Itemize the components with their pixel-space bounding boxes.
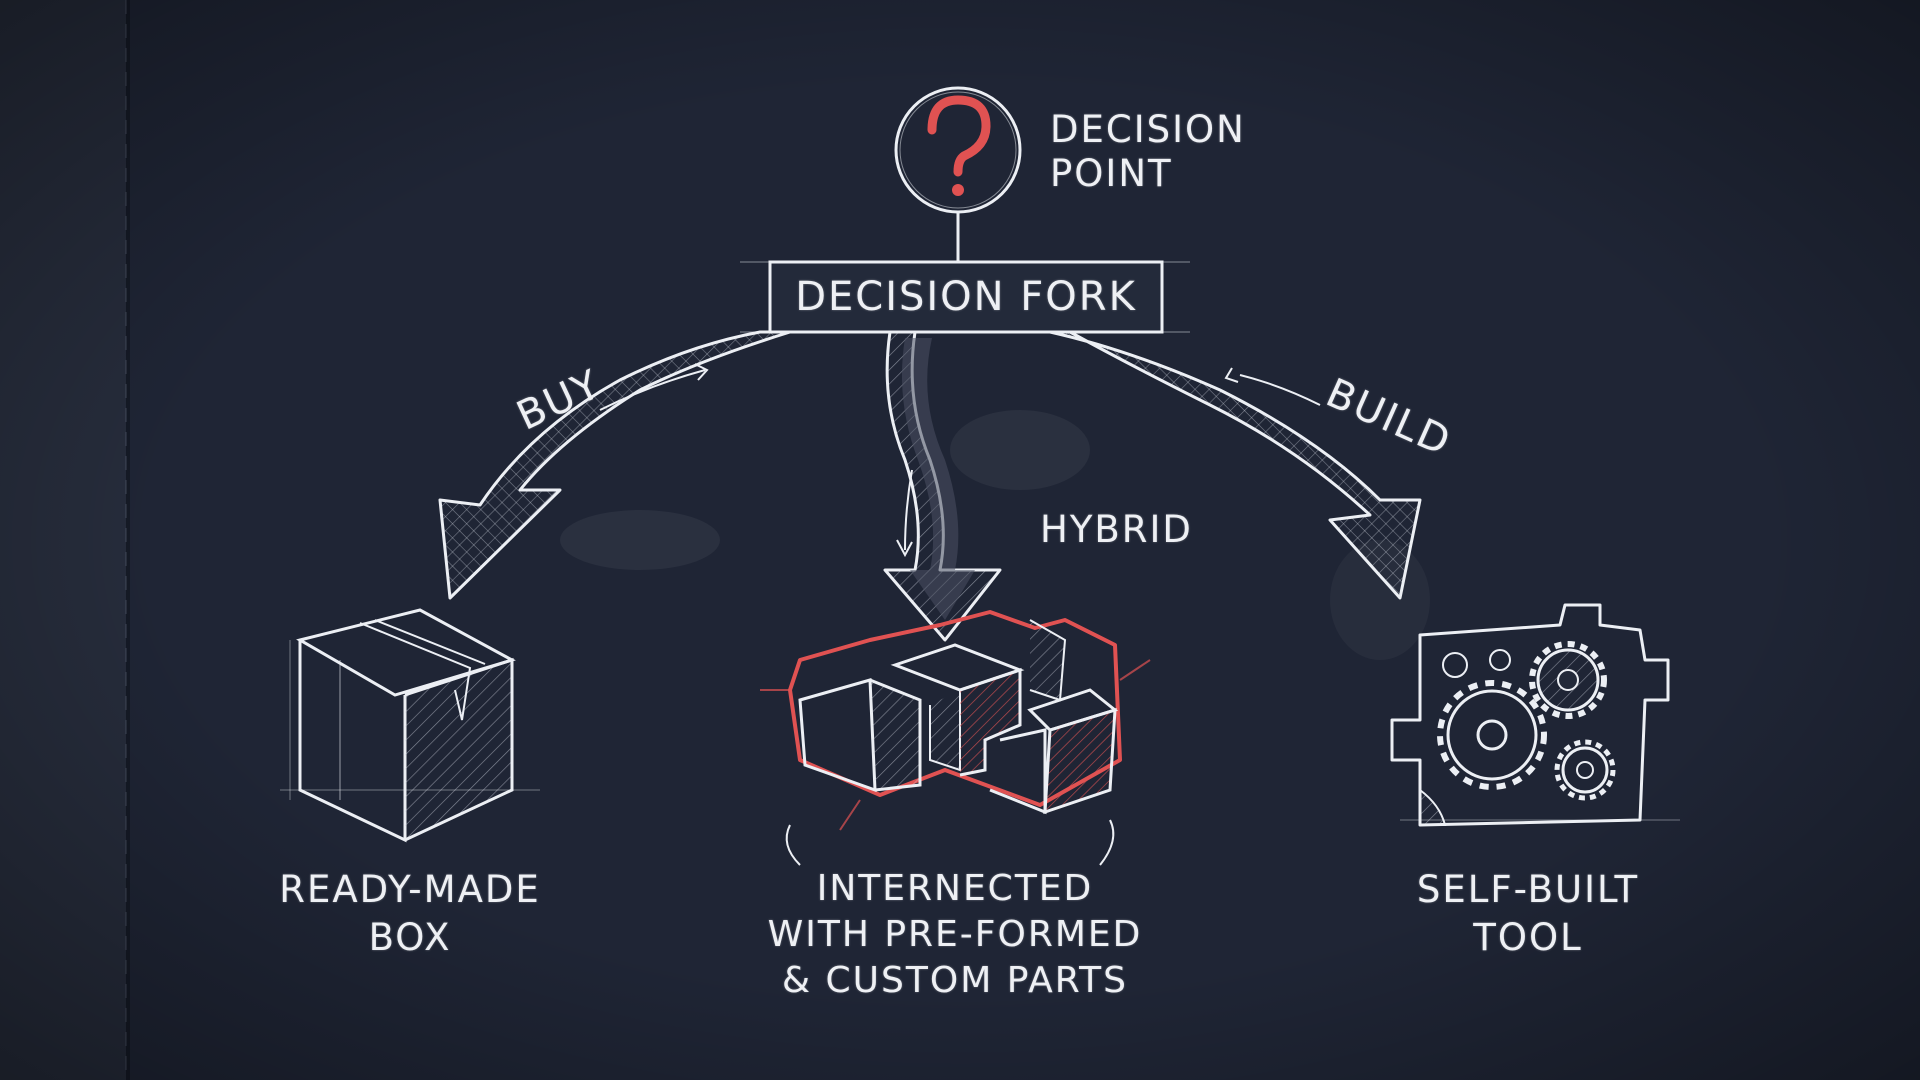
decision-point-line2: POINT <box>1050 152 1173 195</box>
self-built-line2: TOOL <box>1473 916 1583 959</box>
decision-point-node <box>894 86 1022 262</box>
hybrid-label: HYBRID <box>1040 508 1193 551</box>
hybrid-arrow <box>883 330 1002 642</box>
hybrid-outcome-line2: WITH PRE-FORMED <box>767 914 1143 955</box>
decision-point-label: DECISION POINT <box>1050 108 1246 196</box>
ready-made-line2: BOX <box>368 916 452 959</box>
hybrid-outcome-line3: & CUSTOM PARTS <box>782 960 1128 1001</box>
interlocking-blocks-icon <box>760 610 1151 866</box>
build-arrow <box>1048 330 1422 600</box>
hybrid-outcome-label: INTERNECTED WITH PRE-FORMED & CUSTOM PAR… <box>768 866 1143 1004</box>
decision-fork-label: DECISION FORK <box>795 274 1137 320</box>
hybrid-outcome-line1: INTERNECTED <box>816 868 1094 909</box>
self-built-line1: SELF-BUILT <box>1416 868 1640 911</box>
decision-fork-box <box>740 260 1190 334</box>
box-icon <box>280 608 540 843</box>
gears-icon <box>1390 603 1680 827</box>
question-mark-icon <box>927 95 991 196</box>
buy-arrow <box>438 330 792 600</box>
decision-point-line1: DECISION <box>1050 108 1246 151</box>
ready-made-line1: READY-MADE <box>279 868 541 911</box>
self-built-tool-label: SELF-BUILT TOOL <box>1417 866 1639 962</box>
ready-made-box-label: READY-MADE BOX <box>279 866 541 962</box>
